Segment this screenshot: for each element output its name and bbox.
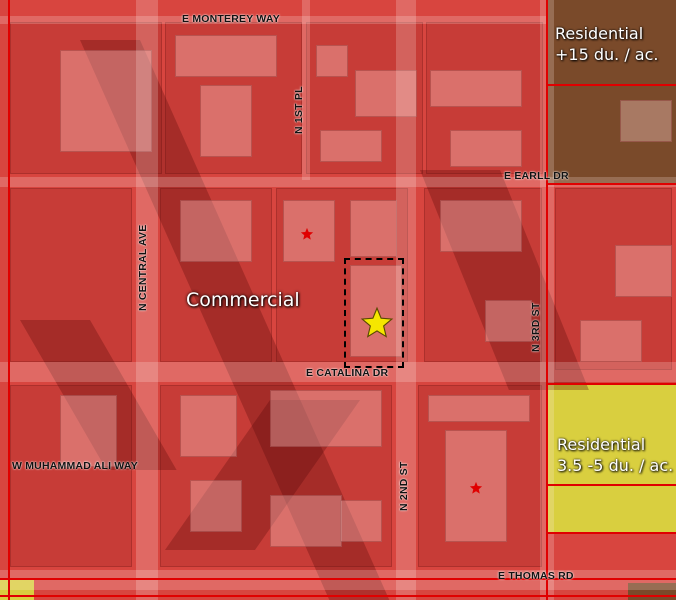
- city-block: [10, 22, 162, 174]
- building: [350, 200, 397, 257]
- building: [270, 390, 382, 447]
- zone-border: [0, 595, 676, 597]
- building: [485, 300, 532, 342]
- building: [580, 320, 642, 362]
- road-catalina: [0, 362, 676, 382]
- residential-high-zone: [546, 0, 676, 183]
- zone-label-line: +15 du. / ac.: [555, 45, 659, 64]
- street-label-earll: E EARLL DR: [504, 170, 569, 182]
- building: [200, 85, 252, 157]
- city-block: [10, 188, 132, 362]
- street-label-2nd: N 2ND ST: [398, 461, 410, 511]
- building: [430, 70, 522, 107]
- zone-border: [546, 532, 676, 534]
- building: [620, 100, 672, 142]
- zone-label-line: Residential: [555, 24, 644, 43]
- zone-border: [546, 484, 676, 486]
- road-monterey: [0, 16, 546, 24]
- building: [320, 130, 382, 162]
- city-block: [276, 188, 408, 362]
- road-2nd: [396, 0, 416, 600]
- zone-border: [546, 183, 676, 185]
- street-label-3rd: N 3RD ST: [530, 302, 542, 352]
- city-block: [160, 385, 392, 567]
- zone-label-commercial: Commercial: [186, 289, 300, 311]
- building: [270, 495, 342, 547]
- zone-label-line: Residential: [557, 435, 646, 454]
- road-earll: [0, 177, 676, 187]
- building: [283, 200, 335, 262]
- street-label-monterey: E MONTEREY WAY: [182, 13, 280, 25]
- road-central: [136, 0, 158, 600]
- building: [445, 430, 507, 542]
- street-label-catalina: E CATALINA DR: [306, 367, 389, 379]
- star-icon[interactable]: [469, 481, 483, 495]
- street-label-1st-pl: N 1ST PL: [293, 86, 305, 134]
- street-label-muhammad-ali: W MUHAMMAD ALI WAY: [12, 460, 138, 472]
- zone-border: [546, 0, 548, 600]
- building: [428, 395, 530, 422]
- building: [175, 35, 277, 77]
- building: [440, 200, 522, 252]
- street-label-thomas: E THOMAS RD: [498, 570, 574, 582]
- city-block: [424, 188, 542, 362]
- city-block: [418, 385, 542, 567]
- city-block: [306, 22, 423, 174]
- building: [60, 50, 152, 152]
- zone-border: [546, 383, 676, 385]
- zone-border: [546, 84, 676, 86]
- building: [180, 395, 237, 457]
- street-label-central: N CENTRAL AVE: [137, 224, 149, 311]
- city-block: [555, 188, 672, 370]
- zone-border: [0, 578, 676, 580]
- zone-border: [8, 0, 10, 600]
- zone-label-line: 3.5 -5 du. / ac.: [557, 456, 674, 475]
- residential-low-zone: [546, 383, 676, 533]
- star-icon[interactable]: [360, 306, 394, 340]
- building: [450, 130, 522, 167]
- city-block: [160, 188, 272, 362]
- building: [355, 70, 417, 117]
- zone-label-residential-high: Residential +15 du. / ac.: [555, 23, 658, 65]
- subject-site-boundary[interactable]: [344, 258, 404, 368]
- road-thomas: [0, 570, 676, 590]
- building: [615, 245, 672, 297]
- city-block: [426, 22, 543, 174]
- building: [340, 500, 382, 542]
- city-block: [10, 385, 132, 567]
- building: [316, 45, 348, 77]
- city-block: [165, 22, 302, 174]
- building: [190, 480, 242, 532]
- building: [60, 395, 117, 467]
- zone-label-residential-low: Residential 3.5 -5 du. / ac.: [557, 434, 673, 476]
- building: [180, 200, 252, 262]
- star-icon[interactable]: [300, 227, 314, 241]
- road-1st-pl: [302, 0, 310, 180]
